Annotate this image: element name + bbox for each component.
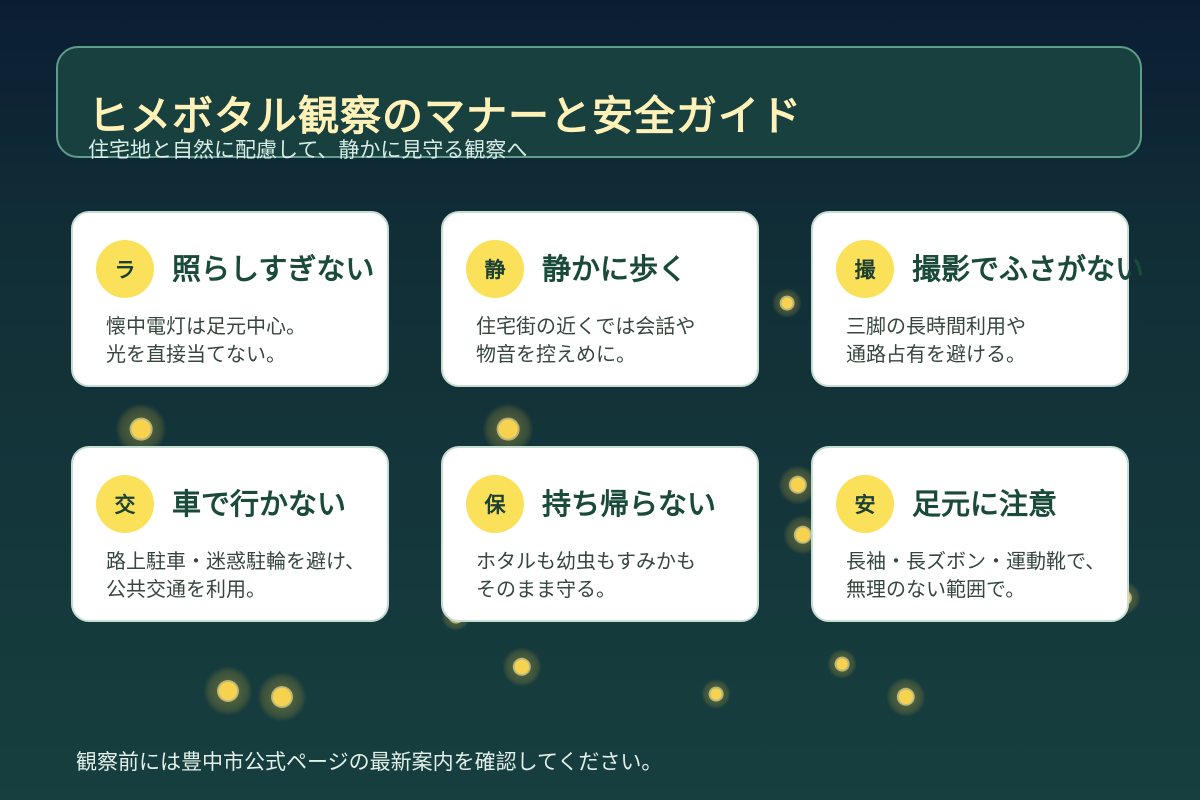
card-description-line: 光を直接当てない。 [106, 342, 286, 366]
page-title: ヒメボタル観察のマナーと安全ガイド [88, 92, 802, 140]
card-description-line: 懐中電灯は足元中心。 [106, 314, 306, 338]
rule-card-lighting: ラ 照らしすぎない 懐中電灯は足元中心。 光を直接当てない。 [71, 211, 389, 387]
page-subtitle: 住宅地と自然に配慮して、静かに見守る観察へ [88, 138, 528, 162]
card-badge: 静 [466, 240, 524, 298]
card-description: 長袖・長ズボン・運動靴で、 無理のない範囲で。 [846, 547, 1105, 603]
firefly-glow [772, 288, 802, 318]
card-description: 路上駐車・迷惑駐輪を避け、 公共交通を利用。 [106, 547, 365, 603]
card-badge: ラ [96, 240, 154, 298]
card-description-line: ホタルも幼虫もすみかも [476, 549, 696, 573]
card-description: 三脚の長時間利用や 通路占有を避ける。 [846, 312, 1026, 368]
card-badge: 交 [96, 475, 154, 533]
card-description: 懐中電灯は足元中心。 光を直接当てない。 [106, 312, 306, 368]
rule-card-protect: 保 持ち帰らない ホタルも幼虫もすみかも そのまま守る。 [441, 446, 759, 622]
card-badge: 撮 [836, 240, 894, 298]
card-title: 静かに歩く [542, 252, 688, 286]
firefly-glow [203, 666, 253, 716]
card-title: 照らしすぎない [172, 252, 375, 286]
card-description-line: 路上駐車・迷惑駐輪を避け、 [106, 549, 365, 573]
card-description-line: 通路占有を避ける。 [846, 342, 1026, 366]
card-description-line: 三脚の長時間利用や [846, 314, 1026, 338]
firefly-glow [257, 672, 307, 722]
card-description: ホタルも幼虫もすみかも そのまま守る。 [476, 547, 696, 603]
rule-card-photography: 撮 撮影でふさがない 三脚の長時間利用や 通路占有を避ける。 [811, 211, 1144, 387]
title-banner: ヒメボタル観察のマナーと安全ガイド 住宅地と自然に配慮して、静かに見守る観察へ [56, 46, 1142, 162]
card-title: 撮影でふさがない [912, 252, 1145, 286]
card-description-line: 公共交通を利用。 [106, 577, 266, 601]
card-title: 足元に注意 [912, 487, 1058, 521]
card-description-line: そのまま守る。 [476, 577, 616, 601]
rule-card-transport: 交 車で行かない 路上駐車・迷惑駐輪を避け、 公共交通を利用。 [71, 446, 389, 622]
card-description-line: 物音を控えめに。 [476, 342, 636, 366]
card-description: 住宅街の近くでは会話や 物音を控えめに。 [476, 312, 695, 368]
rule-card-safety: 安 足元に注意 長袖・長ズボン・運動靴で、 無理のない範囲で。 [811, 446, 1129, 622]
card-badge: 安 [836, 475, 894, 533]
firefly-glow [827, 649, 857, 679]
firefly-glow [502, 647, 542, 687]
firefly-glow [886, 677, 926, 717]
card-title: 車で行かない [172, 487, 347, 521]
card-description-line: 無理のない範囲で。 [846, 577, 1026, 601]
card-title: 持ち帰らない [542, 487, 717, 521]
card-description-line: 長袖・長ズボン・運動靴で、 [846, 549, 1106, 573]
rule-card-quiet: 静 静かに歩く 住宅街の近くでは会話や 物音を控えめに。 [441, 211, 759, 387]
footer-note: 観察前には豊中市公式ページの最新案内を確認してください。 [76, 750, 663, 774]
card-badge: 保 [466, 475, 524, 533]
card-description-line: 住宅街の近くでは会話や [476, 314, 696, 338]
firefly-glow [701, 679, 731, 709]
